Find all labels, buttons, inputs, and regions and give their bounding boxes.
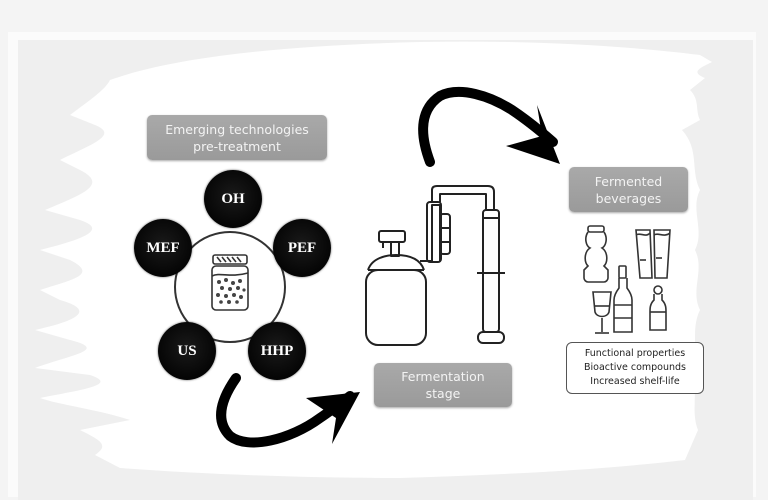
technology-label-oh: OH	[221, 190, 245, 207]
fermented-beverages-line2: beverages	[595, 190, 662, 206]
fermenter-apparatus-icon	[365, 185, 505, 346]
technology-node-us: US	[158, 322, 216, 380]
property-item: Functional properties	[584, 348, 686, 359]
technology-label-hhp: HHP	[260, 342, 294, 359]
technology-node-mef: MEF	[134, 219, 192, 277]
fermentation-stage-label: Fermentation stage	[374, 363, 512, 407]
fermentation-stage-line1: Fermentation	[401, 369, 485, 384]
small-bottle-icon	[649, 285, 667, 331]
wine-glass-icon	[592, 291, 612, 334]
yogurt-drink-bottle-icon	[583, 225, 609, 283]
fermented-beverages-label: Fermented beverages	[569, 167, 688, 212]
property-item: Increased shelf-life	[590, 376, 680, 387]
beverage-icons	[583, 225, 671, 334]
fermentation-jar-icon	[211, 254, 249, 311]
property-item: Bioactive compounds	[583, 362, 687, 373]
emerging-technologies-line2: pre-treatment	[193, 138, 281, 154]
properties-box: Functional properties Bioactive compound…	[566, 342, 704, 394]
arrow-fermentation-to-beverages	[418, 87, 560, 167]
technology-label-pef: PEF	[287, 239, 317, 256]
fermentation-stage-line2: stage	[425, 386, 461, 401]
technology-label-mef: MEF	[146, 239, 180, 256]
emerging-technologies-line1: Emerging technologies	[165, 121, 309, 137]
emerging-technologies-label: Emerging technologies pre-treatment	[147, 115, 327, 160]
technology-node-pef: PEF	[273, 219, 331, 277]
technology-node-hhp: HHP	[248, 322, 306, 380]
beer-glasses-icon	[635, 229, 671, 279]
wine-bottle-icon	[613, 265, 633, 333]
technology-label-us: US	[177, 342, 197, 359]
arrow-technologies-to-fermentation	[216, 373, 360, 448]
fermented-beverages-line1: Fermented	[594, 173, 663, 189]
technology-node-oh: OH	[204, 170, 262, 228]
